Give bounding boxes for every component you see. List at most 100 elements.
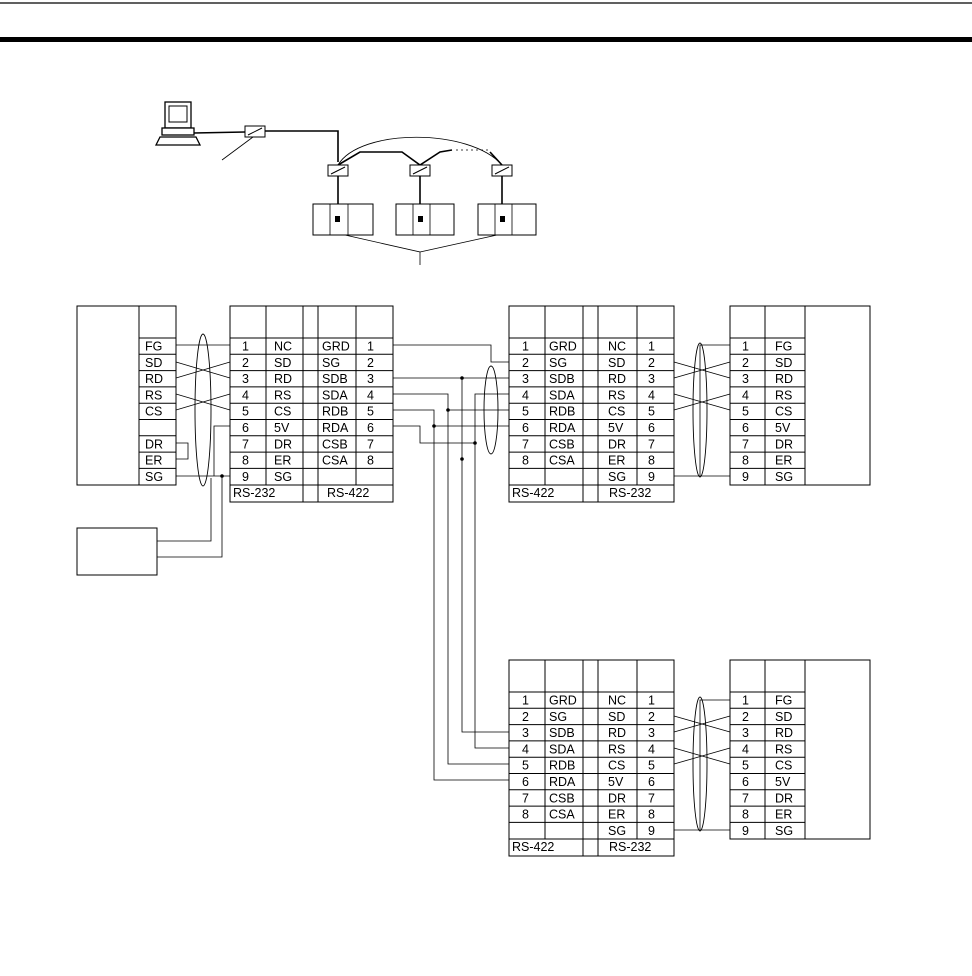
pin-number: 1 [367,340,374,354]
pin-number: 5 [648,759,655,773]
pin-number: 4 [742,388,749,402]
pin-signal-label: RD [608,372,626,386]
pin-signal-label: RD [775,372,793,386]
pin-signal-label: RD [145,372,163,386]
shield-ellipse [692,342,708,478]
pin-signal-label: CSB [549,437,575,451]
pin-number: 7 [648,791,655,805]
pin-number: 3 [742,726,749,740]
wiring [175,333,731,832]
pin-signal-label: FG [775,340,792,354]
pin-number: 8 [742,454,749,468]
pin-number: 5 [742,405,749,419]
pin-number: 6 [742,421,749,435]
pin-number: 5 [522,405,529,419]
plc-unit-icon [477,203,537,236]
pin-number: 2 [522,710,529,724]
pin-number: 5 [522,759,529,773]
pin-signal-label: NC [608,340,626,354]
pin-number: 7 [742,437,749,451]
pin-number: 9 [648,824,655,838]
pin-number: 1 [648,694,655,708]
pin-number: 7 [742,791,749,805]
pin-number: 4 [742,742,749,756]
pin-number: 1 [242,340,249,354]
rs232-port-label: RS-232 [609,840,651,854]
pin-signal-label: SDB [549,726,575,740]
pin-signal-label: 5V [608,421,624,435]
pin-signal-label: ER [145,454,162,468]
pin-signal-label: CS [608,759,625,773]
pin-signal-label: RD [608,726,626,740]
pin-number: 8 [648,808,655,822]
pin-signal-label: RS [775,388,792,402]
pin-number: 8 [742,808,749,822]
shield-ellipse [194,333,212,487]
pin-signal-label: DR [775,437,793,451]
pin-number: 4 [242,388,249,402]
pin-number: 2 [242,356,249,370]
pin-number: 3 [742,372,749,386]
pin-signal-label: SDA [549,742,575,756]
pin-number: 4 [648,388,655,402]
bus-adapter-icon [327,164,349,177]
pin-signal-label: SG [775,470,793,484]
pin-number: 2 [648,356,655,370]
pin-number: 7 [242,437,249,451]
pin-signal-label: SDB [322,372,348,386]
pin-signal-label: ER [608,808,625,822]
pin-number: 8 [648,454,655,468]
pin-signal-label: GRD [549,694,577,708]
pin-signal-label: CSA [322,454,348,468]
pin-signal-label: FG [145,340,162,354]
pin-signal-label: SDA [322,388,348,402]
pin-number: 8 [522,808,529,822]
pin-number: 9 [242,470,249,484]
pin-signal-label: CSA [549,808,575,822]
pin-signal-label: SG [549,356,567,370]
pin-number: 5 [242,405,249,419]
pin-number: 4 [522,742,529,756]
pin-signal-label: SDB [549,372,575,386]
rs422-port-label: RS-422 [327,486,369,500]
pin-signal-label: RS [608,388,625,402]
pin-signal-label: RDA [549,775,576,789]
pin-number: 6 [242,421,249,435]
pin-number: 5 [367,405,374,419]
pin-number: 1 [742,340,749,354]
pin-signal-label: NC [274,340,292,354]
pin-signal-label: RDB [549,405,575,419]
pin-signal-label: RS [274,388,291,402]
pin-signal-label: SD [775,710,792,724]
pin-number: 3 [522,726,529,740]
pin-number: 3 [648,726,655,740]
pin-number: 4 [522,388,529,402]
pin-signal-label: DR [608,791,626,805]
pin-number: 6 [522,775,529,789]
pin-signal-label: CS [274,405,291,419]
pin-number: 5 [648,405,655,419]
pin-signal-label: CS [775,759,792,773]
rs232-port-label: RS-232 [233,486,275,500]
pin-signal-label: ER [775,454,792,468]
pin-number: 6 [522,421,529,435]
pin-signal-label: NC [608,694,626,708]
pin-number: 4 [648,742,655,756]
pin-number: 4 [367,388,374,402]
pin-signal-label: ER [274,454,291,468]
pin-signal-label: SD [145,356,162,370]
pin-signal-label: 5V [608,775,624,789]
pin-number: 3 [648,372,655,386]
pin-signal-label: RDB [549,759,575,773]
pin-signal-label: CS [145,405,162,419]
pin-number: 8 [367,454,374,468]
pin-signal-label: 5V [775,775,791,789]
pin-signal-label: RD [775,726,793,740]
pin-signal-label: SD [608,710,625,724]
pin-signal-label: 5V [775,421,791,435]
pin-signal-label: ER [775,808,792,822]
pin-signal-label: RD [274,372,292,386]
